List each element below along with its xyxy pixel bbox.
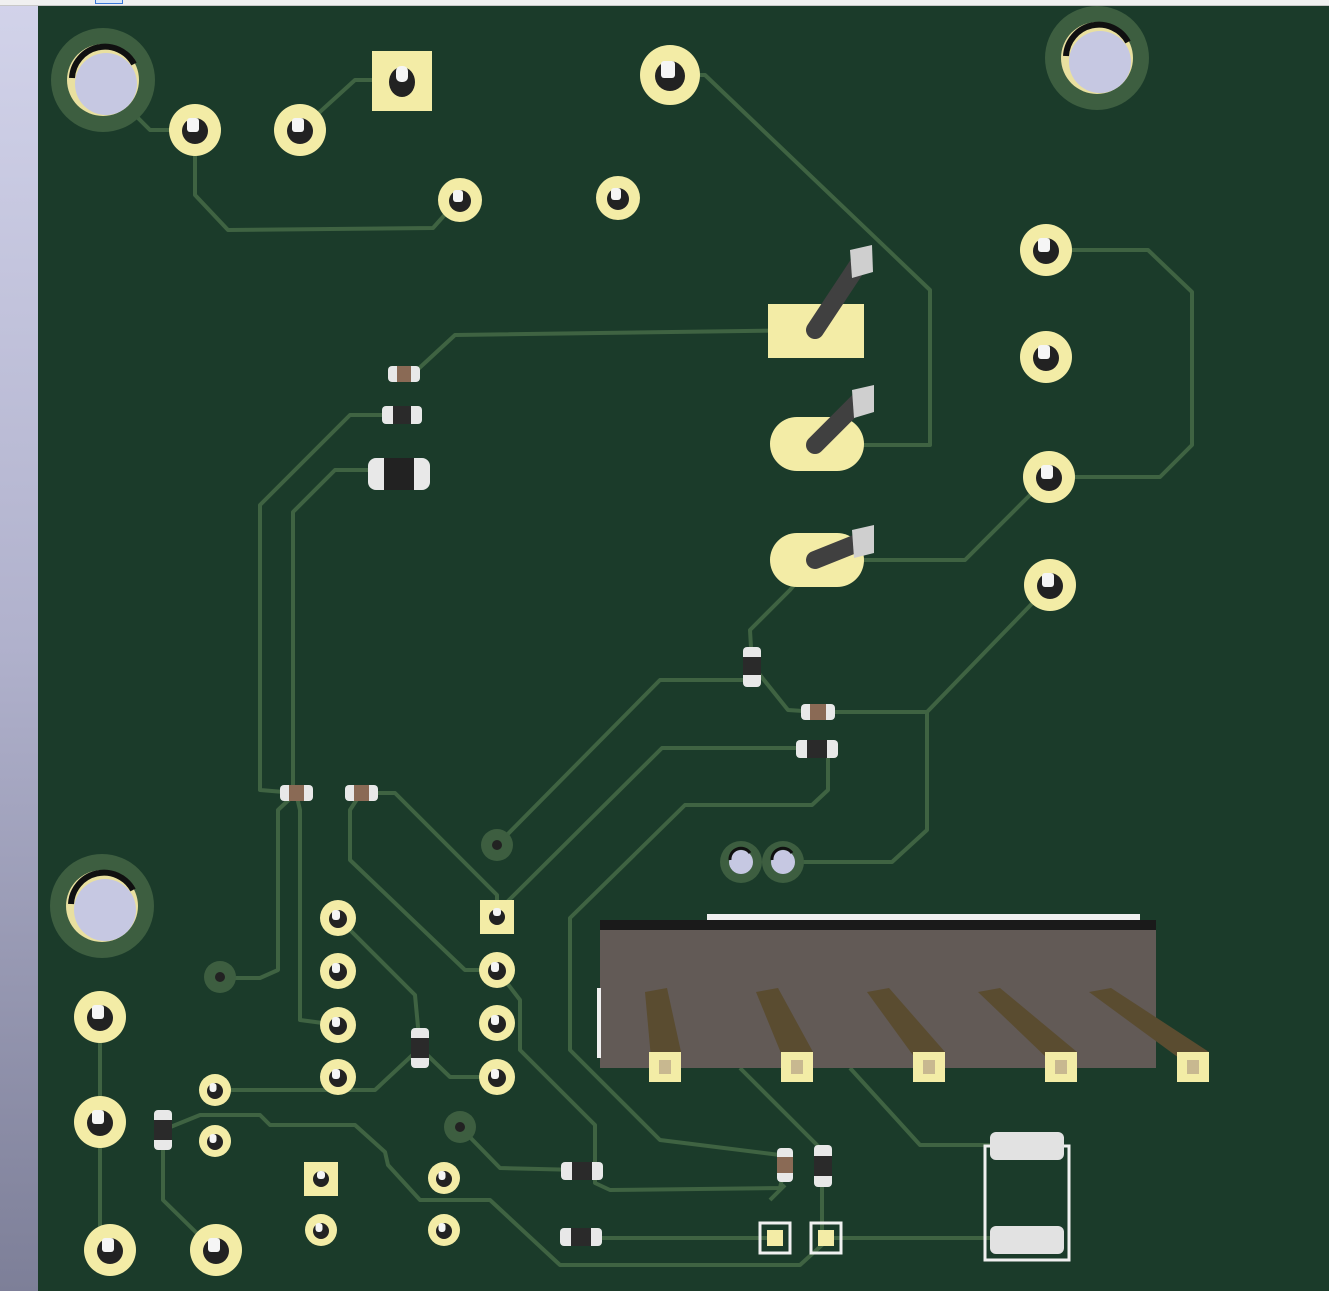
through-hole-pad-icon — [480, 900, 514, 934]
through-hole-pad-icon — [320, 953, 356, 989]
smd-component-icon — [560, 1228, 602, 1246]
square-pads — [304, 51, 514, 1196]
through-hole-pad-icon — [479, 952, 515, 988]
through-hole-pad-icon — [596, 176, 640, 220]
via-icon — [204, 961, 236, 993]
via-icon — [720, 841, 762, 883]
mounting-holes — [50, 6, 1149, 958]
smd-component-icon — [345, 785, 378, 801]
through-hole-pad-icon — [274, 104, 326, 156]
through-hole-pad-icon — [758, 1221, 792, 1255]
smd-component-icon — [777, 1148, 793, 1182]
right-angle-connector — [597, 914, 1209, 1082]
smd-component-icon — [983, 1132, 1071, 1262]
through-hole-pad-icon — [428, 1162, 460, 1194]
tilted-header — [768, 245, 874, 587]
through-hole-pad-icon — [320, 1007, 356, 1043]
smd-component-icon — [814, 1145, 832, 1187]
through-hole-pad-icon — [372, 51, 432, 111]
through-hole-pad-icon — [1023, 451, 1075, 503]
header-pin-icon — [978, 988, 1077, 1082]
header-pin-icon — [806, 385, 874, 454]
through-hole-pad-icon — [320, 1059, 356, 1095]
smd-component-icon — [801, 704, 835, 720]
smd-component-icon — [743, 647, 761, 687]
through-hole-pad-icon — [199, 1125, 231, 1157]
via-icon — [762, 841, 804, 883]
smd-component-icon — [561, 1162, 603, 1180]
header-pin-icon — [806, 525, 874, 569]
header-pin-icon — [1089, 988, 1209, 1082]
via-icon — [444, 1111, 476, 1143]
through-hole-pad-icon — [479, 1059, 515, 1095]
through-hole-pad-icon — [304, 1162, 338, 1196]
view-tab[interactable] — [95, 0, 123, 4]
through-hole-pad-icon — [809, 1221, 843, 1255]
through-hole-pad-icon — [320, 900, 356, 936]
through-hole-pad-icon — [1020, 331, 1072, 383]
smd-components — [154, 366, 1071, 1262]
through-hole-pads — [74, 45, 1076, 1276]
smd-component-icon — [154, 1110, 172, 1150]
header-pin-icon — [867, 988, 945, 1082]
header-pin-icon — [756, 988, 813, 1082]
smd-component-icon — [796, 740, 838, 758]
smd-component-icon — [280, 785, 313, 801]
through-hole-pad-icon — [169, 104, 221, 156]
through-hole-pad-icon — [84, 1224, 136, 1276]
through-hole-pad-icon — [305, 1214, 337, 1246]
header-pin-icon — [806, 245, 873, 339]
through-hole-pad-icon — [438, 178, 482, 222]
smd-component-icon — [388, 366, 420, 382]
mounting-hole-icon — [51, 28, 155, 132]
mounting-hole-icon — [1045, 6, 1149, 110]
through-hole-pad-icon — [199, 1074, 231, 1106]
toolbar-strip — [0, 0, 1329, 6]
through-hole-pad-icon — [479, 1005, 515, 1041]
through-hole-pad-icon — [74, 1096, 126, 1148]
through-hole-pad-icon — [640, 45, 700, 105]
pcb-board — [38, 6, 1329, 1291]
smd-component-icon — [382, 406, 422, 424]
header-pin-icon — [645, 988, 681, 1082]
through-hole-pad-icon — [74, 991, 126, 1043]
via-icon — [481, 829, 513, 861]
through-hole-pad-icon — [1024, 559, 1076, 611]
smd-component-icon — [411, 1028, 429, 1068]
smd-component-icon — [368, 458, 430, 490]
through-hole-pad-icon — [428, 1214, 460, 1246]
through-hole-pad-icon — [1020, 224, 1072, 276]
mounting-hole-icon — [50, 854, 154, 958]
through-hole-pad-icon — [190, 1224, 242, 1276]
vias — [204, 829, 804, 1143]
